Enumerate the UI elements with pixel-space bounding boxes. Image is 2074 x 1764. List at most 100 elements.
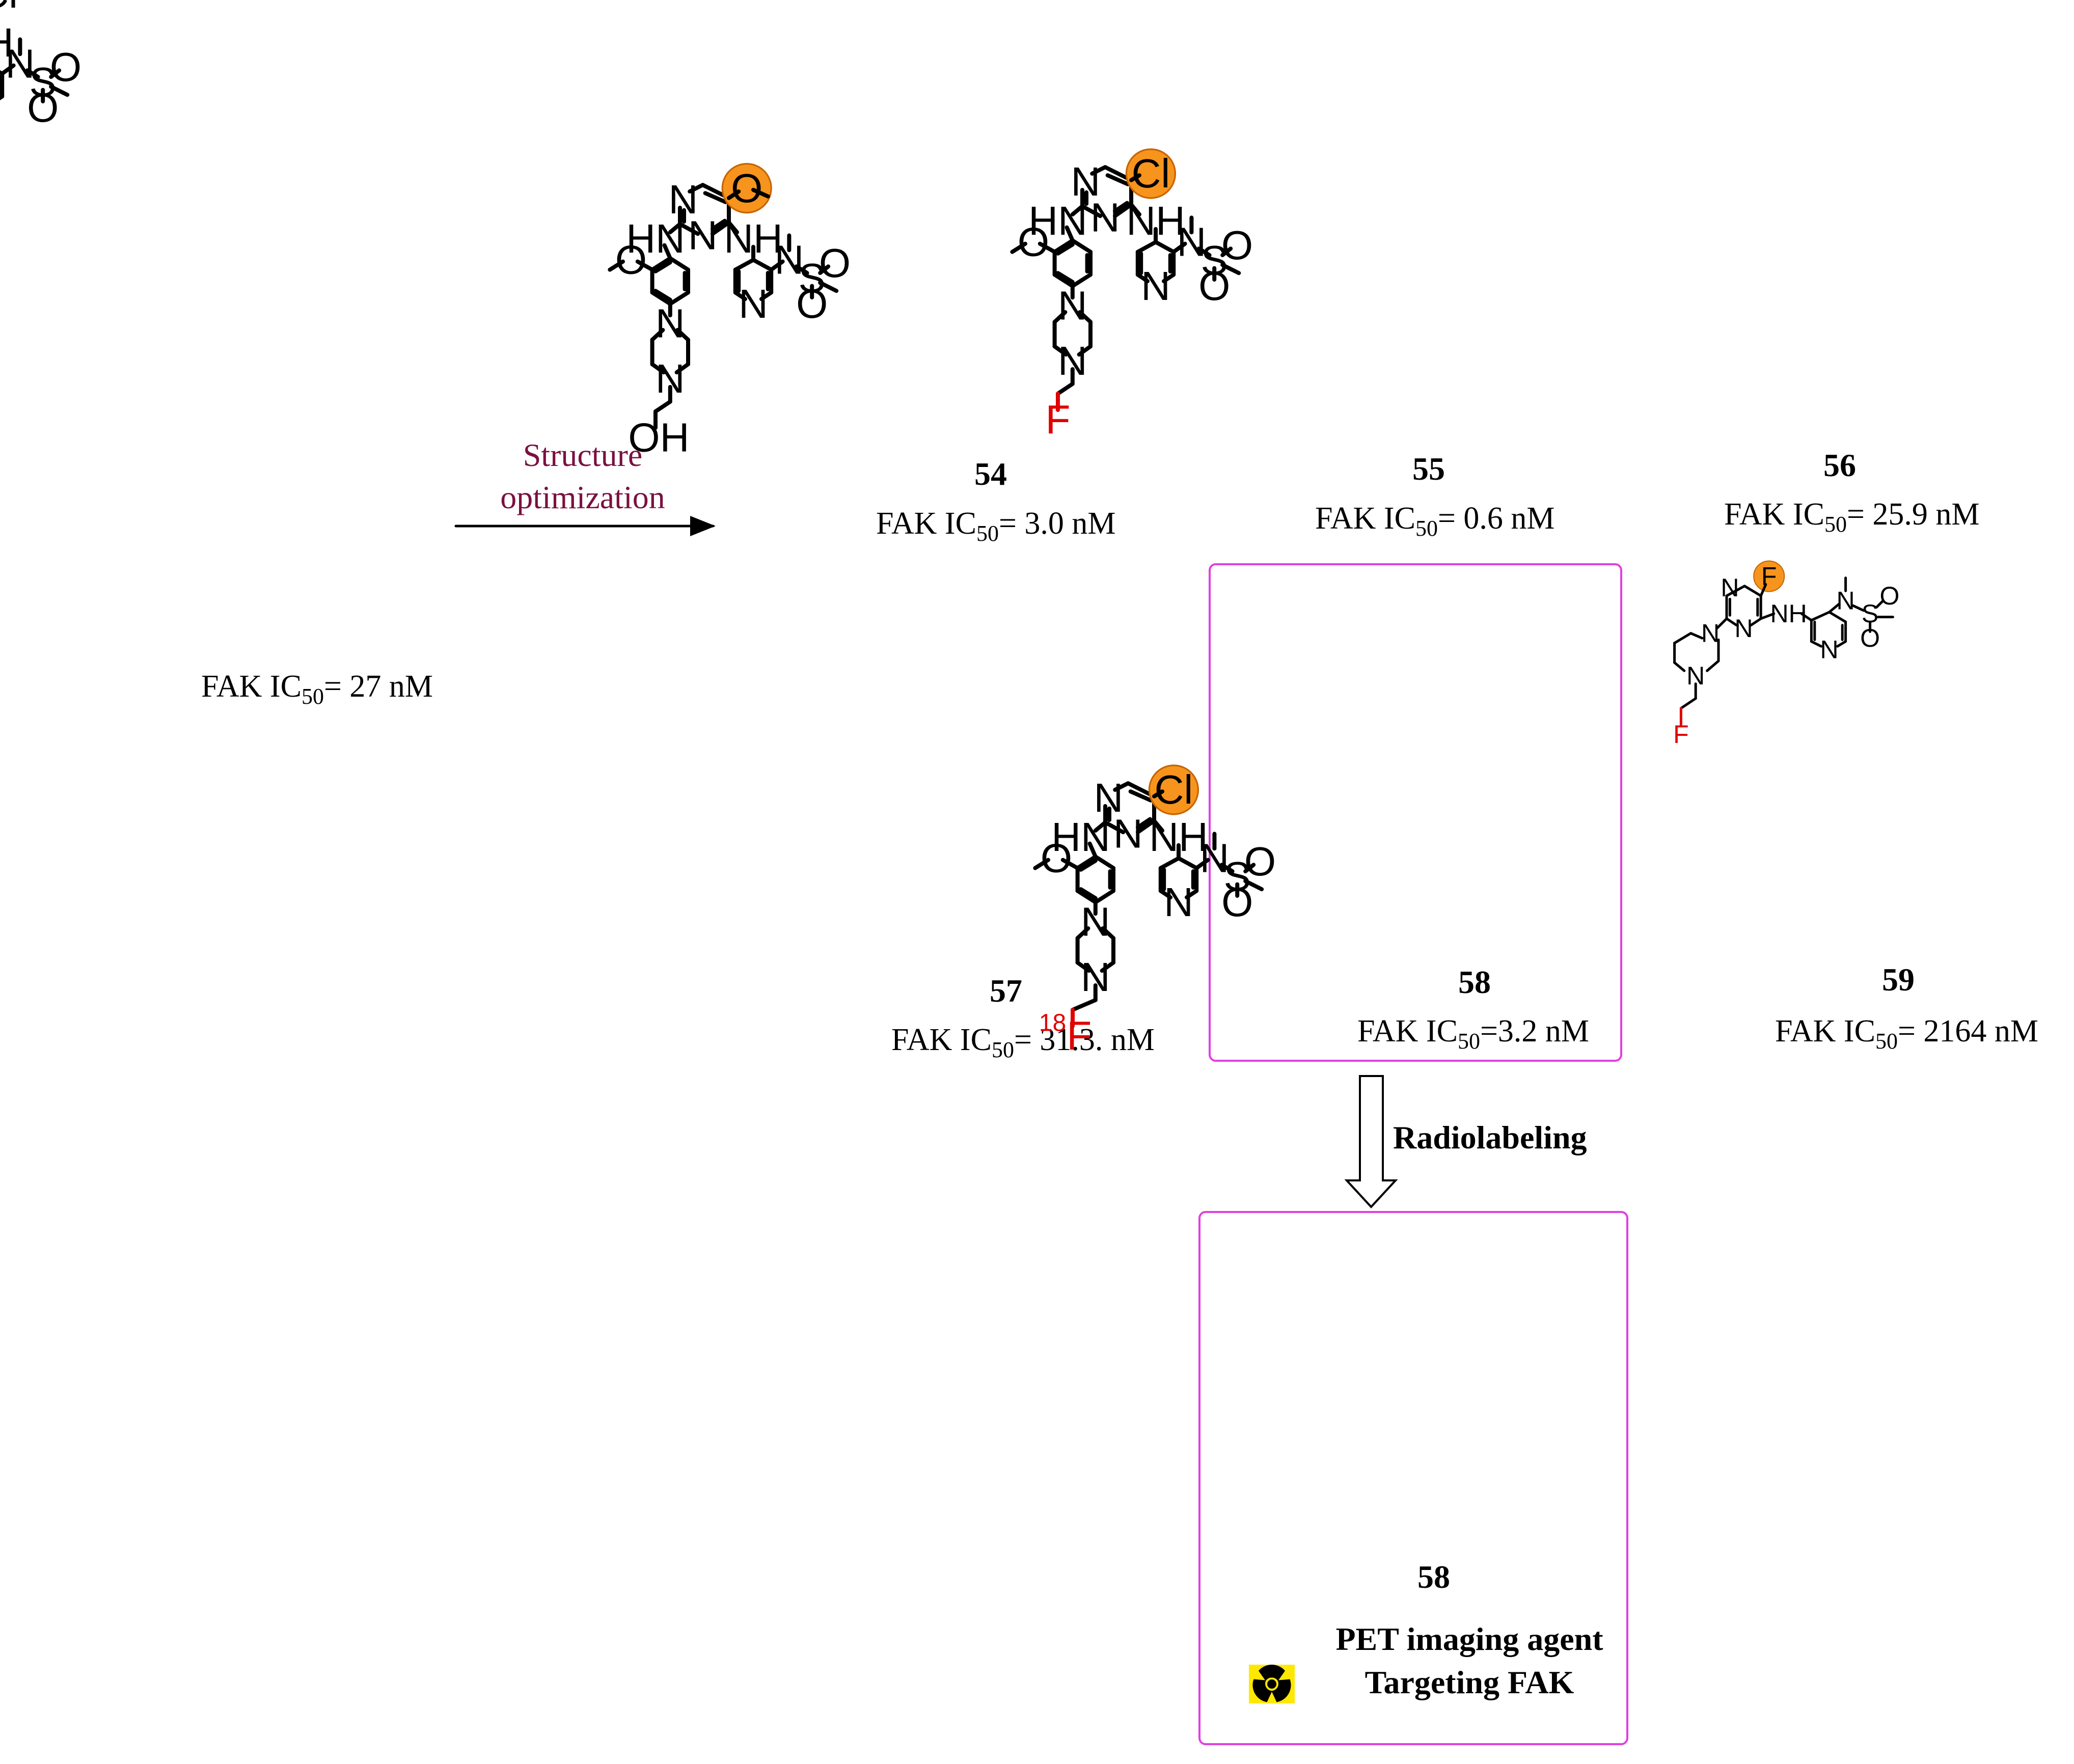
bond — [1070, 272, 1093, 288]
compound-55-label: 55 — [1412, 451, 1445, 487]
bond — [1194, 858, 1210, 870]
pet-line-1: PET imaging agent — [1335, 1621, 1603, 1657]
bond — [1828, 611, 1847, 623]
lead-compound: NNHNNHONNNNSOOHCl — [0, 0, 81, 130]
bond — [1052, 272, 1075, 288]
bond — [1828, 602, 1841, 614]
atom-HN: HN — [1051, 814, 1110, 860]
bond — [1052, 238, 1075, 254]
lead-ic50: FAK IC50= 27 nM — [201, 669, 433, 709]
bond — [1093, 889, 1116, 904]
atom-N: N — [1113, 811, 1143, 857]
highlight-Cl — [1125, 148, 1177, 199]
bond — [1070, 238, 1093, 254]
bond — [675, 328, 691, 342]
atom-N: N — [1094, 775, 1124, 820]
bond — [703, 191, 728, 204]
bond — [1078, 310, 1093, 324]
bond — [1075, 889, 1098, 904]
bond — [1060, 858, 1080, 870]
bond — [668, 222, 683, 235]
bond — [25, 68, 40, 79]
bond — [751, 187, 770, 199]
bond — [1851, 604, 1865, 612]
bond — [1689, 632, 1704, 640]
bond — [1759, 583, 1767, 597]
bond — [1185, 889, 1199, 900]
atom-O: O — [50, 44, 81, 90]
compound-57-label: 57 — [990, 973, 1022, 1009]
atom-N: N — [1164, 879, 1193, 925]
bond — [1152, 818, 1165, 833]
radiation-icon — [1249, 1664, 1295, 1703]
bond — [1070, 204, 1085, 217]
compound-57-ic50: FAK IC50= 31.3. nM — [891, 1023, 1155, 1062]
atom-OH: OH — [628, 415, 689, 460]
isotope-label: 18 — [1039, 1010, 1066, 1037]
bond — [0, 63, 16, 76]
bond — [678, 222, 700, 236]
atom-N: N — [1735, 614, 1753, 643]
bond — [674, 362, 691, 375]
atom-N: N — [1090, 195, 1120, 240]
atom-O: O — [615, 237, 647, 283]
bond — [1725, 617, 1738, 627]
bond — [1800, 612, 1813, 622]
bond — [1135, 240, 1158, 254]
compound-58-ic50: FAK IC50=3.2 nM — [1357, 1014, 1589, 1054]
bond — [727, 189, 741, 200]
bond — [1056, 271, 1075, 284]
bond — [818, 264, 831, 275]
atom-O: O — [1221, 879, 1253, 925]
bond — [635, 259, 654, 272]
bond — [1052, 344, 1069, 357]
atom-F: F — [1067, 1013, 1091, 1058]
bond — [1087, 841, 1098, 859]
atom-N: N — [1820, 636, 1839, 664]
radiolabeling-arrow — [1344, 1075, 1398, 1208]
bond — [1128, 789, 1153, 803]
compound-55-ic50: FAK IC50= 0.6 nM — [1315, 501, 1555, 541]
bond — [1171, 241, 1187, 254]
bond — [1158, 856, 1181, 870]
compound-59-ic50: FAK IC50= 2164 nM — [1775, 1014, 2038, 1054]
atom-O: O — [1041, 836, 1072, 881]
bond — [1033, 858, 1051, 870]
atom-O: O — [819, 240, 851, 286]
atom-Cl: Cl — [1132, 151, 1170, 196]
bond — [1177, 856, 1199, 870]
atom-F: F — [1046, 397, 1071, 442]
highlight-F — [1753, 560, 1785, 592]
bond — [650, 328, 665, 342]
atom-O: O — [796, 281, 828, 326]
compound-56-ic50: FAK IC50= 25.9 nM — [1724, 497, 1980, 537]
bond — [711, 220, 731, 236]
compound-58-label: 58 — [1458, 964, 1491, 1000]
pet-agent-label: 58 — [1417, 1559, 1450, 1595]
bond — [759, 290, 774, 301]
bond — [1706, 659, 1720, 672]
bond — [1220, 263, 1241, 275]
atom-NH: NH — [0, 20, 14, 65]
bond — [769, 259, 785, 272]
atom-N: N — [688, 213, 718, 258]
bond — [1743, 585, 1762, 597]
bond — [1080, 204, 1103, 218]
bond — [1113, 201, 1130, 213]
bond — [1836, 640, 1847, 648]
atom-N: N — [1058, 283, 1087, 328]
bond — [1101, 926, 1116, 941]
atom-O: O — [27, 85, 59, 130]
bond — [1100, 960, 1116, 973]
bond — [751, 258, 774, 272]
bond — [794, 264, 809, 275]
bond — [1010, 241, 1028, 254]
bond — [1103, 820, 1126, 835]
bond — [1065, 225, 1075, 243]
compound-59-label: 59 — [1882, 961, 1915, 998]
compound-56-label: 56 — [1823, 447, 1856, 483]
bond — [653, 260, 672, 273]
